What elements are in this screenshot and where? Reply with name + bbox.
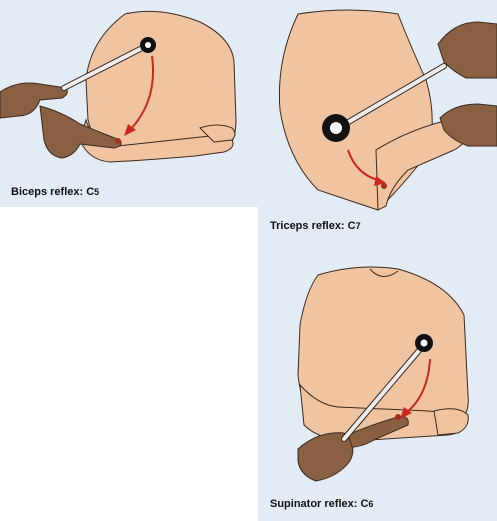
examiner-hand-holder — [297, 432, 354, 482]
patient-hand — [199, 124, 236, 143]
biceps-caption: Biceps reflex: C5 — [11, 186, 100, 198]
examiner-hand-thumb — [39, 105, 122, 159]
tendon-point — [381, 183, 387, 189]
motion-arrow — [129, 55, 155, 131]
supinator-reflex-figure: Supinator reflex: C6 — [258, 255, 497, 521]
examiner-hand-fingers — [347, 416, 409, 448]
examiner-hand-bottom — [439, 103, 497, 147]
patient-torso — [297, 266, 469, 426]
supinator-illustration — [297, 266, 469, 482]
supinator-caption: Supinator reflex: C6 — [270, 498, 374, 510]
motion-arrow — [347, 149, 379, 181]
patient-hand — [433, 408, 469, 436]
triceps-reflex-figure: Triceps reflex: C7 — [258, 0, 497, 255]
triceps-caption: Triceps reflex: C7 — [270, 220, 361, 232]
examiner-hand-top — [437, 21, 497, 79]
patient-arm — [278, 9, 433, 211]
biceps-illustration — [0, 10, 237, 163]
biceps-reflex-figure: Biceps reflex: C5 — [0, 0, 258, 207]
examiner-hand-left — [0, 82, 68, 119]
tendon-point — [115, 138, 121, 144]
triceps-illustration — [278, 9, 497, 211]
tendon-point — [395, 414, 401, 420]
motion-arrow — [405, 358, 431, 414]
